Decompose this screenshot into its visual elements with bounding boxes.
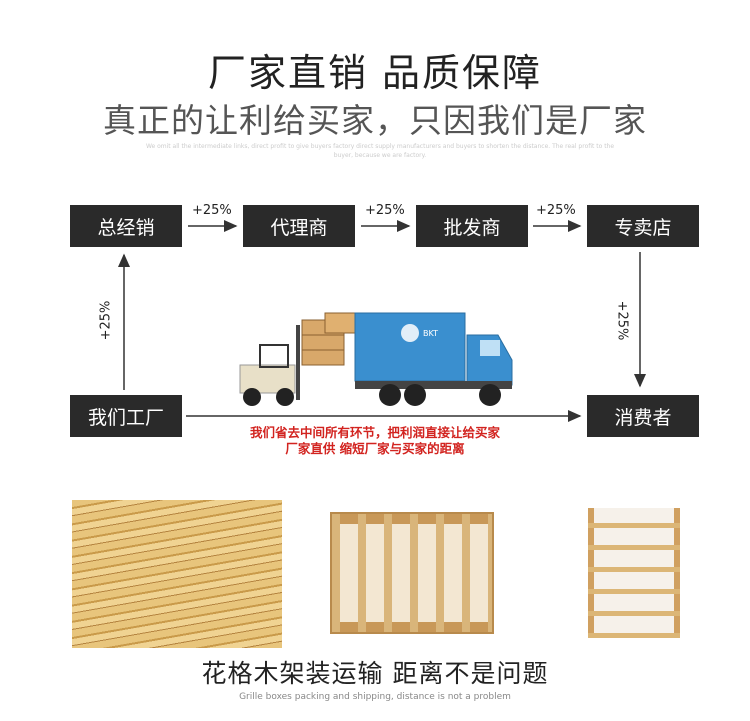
page-subtitle: 真正的让利给买家，只因我们是厂家 <box>103 101 647 140</box>
truck-forklift-illustration: BKT <box>239 312 513 406</box>
markup-label: +25% <box>614 300 630 341</box>
crated-goods-photo <box>588 508 680 638</box>
markup-label: +25% <box>365 203 405 218</box>
red-note: 我们省去中间所有环节，把利润直接让给买家 厂家直供 缩短厂家与买家的距离 <box>200 425 550 457</box>
faint-english-text: We omit all the intermediate links, dire… <box>145 143 615 159</box>
footer-caption: 花格木架装运输 距离不是问题 <box>201 659 549 688</box>
red-note-line-2: 厂家直供 缩短厂家与买家的距离 <box>285 441 465 456</box>
page-title: 厂家直销 品质保障 <box>207 51 543 95</box>
box-agent: 代理商 <box>243 205 355 247</box>
wood-planks-photo <box>72 500 282 648</box>
markup-label: +25% <box>98 300 114 341</box>
box-wholesaler: 批发商 <box>416 205 528 247</box>
footer-caption-english: Grille boxes packing and shipping, dista… <box>239 692 511 702</box>
wooden-crate-photo <box>330 512 494 634</box>
box-consumer: 消费者 <box>587 395 699 437</box>
markup-label: +25% <box>192 203 232 218</box>
box-general-distributor: 总经销 <box>70 205 182 247</box>
red-note-line-1: 我们省去中间所有环节，把利润直接让给买家 <box>249 425 500 440</box>
box-our-factory: 我们工厂 <box>70 395 182 437</box>
truck-logo-text: BKT <box>423 329 438 338</box>
box-retail-store: 专卖店 <box>587 205 699 247</box>
forklift-icon <box>239 312 356 406</box>
markup-label: +25% <box>536 203 576 218</box>
truck-icon: BKT <box>354 312 513 406</box>
